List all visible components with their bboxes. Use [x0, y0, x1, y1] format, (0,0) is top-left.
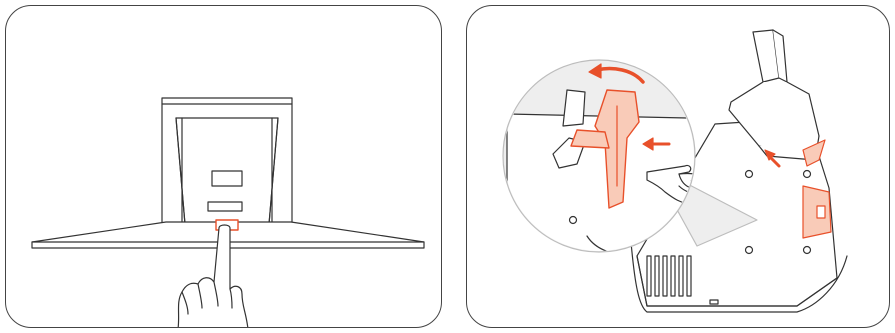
step-2-illustration: [467, 6, 890, 328]
step-1-panel: [5, 5, 442, 328]
side-clip-icon: [803, 186, 831, 238]
step-1-illustration: [6, 6, 442, 328]
step-2-panel: [466, 5, 890, 328]
